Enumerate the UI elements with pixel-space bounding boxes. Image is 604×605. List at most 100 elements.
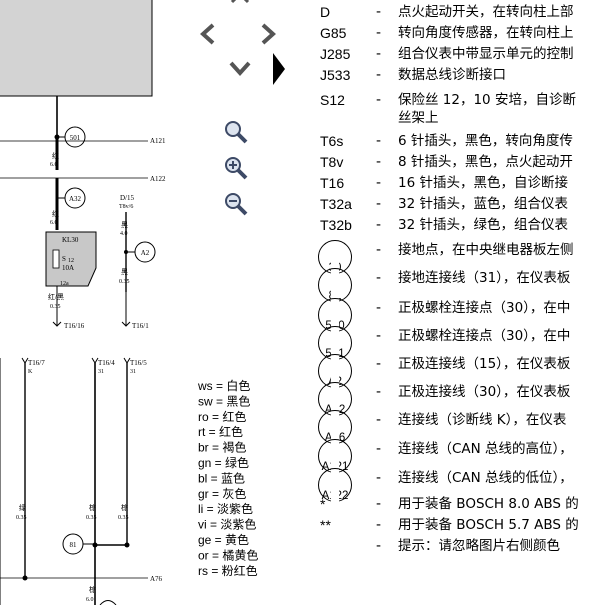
connector-501 <box>64 126 86 148</box>
pin-t16-1 <box>121 318 131 327</box>
color-key-entry: li = 淡紫色 <box>198 502 253 516</box>
color-key-entry: bl = 蓝色 <box>198 471 245 485</box>
legend-code: T32b <box>320 217 352 233</box>
ref-a121: A121 <box>150 137 166 145</box>
legend-desc: 点火起动开关，在转向柱上部 <box>398 4 574 20</box>
legend-desc-cont: 丝架上 <box>398 110 439 126</box>
legend-note-code: * <box>320 496 326 512</box>
wire-color-8: 棕 <box>121 503 128 512</box>
legend-desc: 正极连接线（15），在仪表板 <box>398 356 571 372</box>
legend-desc: 转向角度传感器，在转向柱上 <box>398 25 574 41</box>
legend-code: T32a <box>320 196 352 212</box>
pin-t16-7-label: T16/7 <box>28 359 45 367</box>
color-key-entry: gn = 绿色 <box>198 455 249 470</box>
legend-dash: - <box>376 270 382 286</box>
connector-81-label: 81 <box>70 541 78 549</box>
connection-point-symbol: A121 <box>318 439 352 473</box>
legend-dash: - <box>376 175 382 191</box>
wire-color-3: 黑 <box>121 221 128 229</box>
legend-desc: 用于装备 BOSCH 8.0 ABS 的 <box>398 496 579 512</box>
legend-code: J533 <box>320 67 351 83</box>
wire-size-1: 6.0 <box>50 162 58 168</box>
pin-t16-16 <box>52 318 62 327</box>
legend-desc: 正极连接线（30），在仪表板 <box>398 384 571 400</box>
wire-size-9: 6.0 <box>86 597 94 603</box>
legend-dash: - <box>376 538 382 554</box>
connection-point-symbol: 81 <box>318 268 352 302</box>
wire-color-9: 棕 <box>89 585 96 594</box>
down-arrow-icon[interactable] <box>228 60 252 78</box>
color-key-entry: ws = 白色 <box>197 378 250 393</box>
color-key-entry: rt = 红色 <box>198 424 243 439</box>
wire-size-8: 0.35 <box>118 515 129 521</box>
magnifier-icon[interactable] <box>224 120 248 144</box>
color-key-entry: gr = 灰色 <box>198 487 246 501</box>
legend-dash: - <box>376 356 382 372</box>
zoom-out-icon[interactable] <box>224 192 248 216</box>
wire-color-6: 绿 <box>19 503 26 512</box>
color-key-entry: vi = 淡紫色 <box>198 518 256 532</box>
legend-desc: 正极螺栓连接点（30），在中 <box>398 300 571 316</box>
legend-dash: - <box>376 384 382 400</box>
pin-t16-4-label: T16/4 <box>98 359 115 367</box>
connector-a2 <box>134 241 156 263</box>
connection-point-code: A122 <box>321 490 349 502</box>
connector-a32-label: A32 <box>69 195 82 203</box>
legend-code: D <box>320 4 331 20</box>
wire-color-7: 棕 <box>89 503 96 512</box>
legend-desc: 用于装备 BOSCH 5.7 ABS 的 <box>398 517 579 533</box>
legend-dash: - <box>376 4 382 20</box>
ref-a76: A76 <box>150 575 163 583</box>
up-arrow-icon[interactable] <box>230 0 250 4</box>
legend-dash: - <box>376 133 382 149</box>
legend-desc: 正极螺栓连接点（30），在中 <box>398 328 571 344</box>
ground-arc <box>99 600 117 605</box>
legend-desc: 组合仪表中带显示单元的控制 <box>398 46 574 62</box>
connector-a32 <box>64 187 86 209</box>
legend-desc: 接地连接线（31），在仪表板 <box>398 270 571 286</box>
fuse-kl30: KL30 <box>62 236 79 244</box>
navigation-panel <box>190 0 290 230</box>
color-key-entry: or = 橘黄色 <box>198 547 258 562</box>
legend-desc: 提示：请忽略图片右侧颜色 <box>398 538 560 554</box>
right-arrow-icon[interactable] <box>260 22 278 46</box>
color-key-entry: sw = 黑色 <box>198 394 250 408</box>
color-key-entry: rs = 粉红色 <box>198 563 258 578</box>
legend-note-code: ** <box>320 517 331 533</box>
legend-dash: - <box>376 470 382 486</box>
color-key-entry: ge = 黄色 <box>198 533 249 547</box>
pin-t16-1-label: T16/1 <box>132 322 149 330</box>
legend-dash: - <box>376 67 382 83</box>
legend-dash: - <box>376 496 382 512</box>
legend-desc: 保险丝 12，10 安培，自诊断 <box>398 92 576 108</box>
legend-dash: - <box>376 328 382 344</box>
legend-desc: 连接线（CAN 总线的高位）， <box>398 441 573 457</box>
wire-size-2: 6.0 <box>50 220 58 226</box>
legend-code: T16 <box>320 175 345 191</box>
wire-size-7: 0.35 <box>86 515 97 521</box>
zoom-in-icon[interactable] <box>224 156 248 180</box>
legend-code: J285 <box>320 46 351 62</box>
ref-a122: A122 <box>150 175 166 183</box>
legend-dash: - <box>376 242 382 258</box>
legend-code: G85 <box>320 25 347 41</box>
wire-size-5: 0.35 <box>50 304 61 310</box>
pin-t16-7-sig: K <box>28 369 33 375</box>
legend-desc: 数据总线诊断接口 <box>398 67 506 83</box>
fuse-pin: 12a <box>60 281 69 287</box>
legend-dash: - <box>376 412 382 428</box>
wire-size-4: 0.35 <box>119 279 130 285</box>
legend-dash: - <box>376 517 382 533</box>
legend-dash: - <box>376 441 382 457</box>
left-arrow-icon[interactable] <box>198 22 216 46</box>
d15-label: D/15 <box>120 194 135 202</box>
legend-dash: - <box>376 25 382 41</box>
wire-color-1: 红 <box>52 151 59 160</box>
legend-code: T8v <box>320 154 344 170</box>
d15-sub: T8v/6 <box>119 204 133 210</box>
collapse-triangle-icon[interactable] <box>272 52 286 86</box>
connector-501-label: 501 <box>70 134 81 142</box>
fuse-block <box>45 231 97 287</box>
wiring-diagram: 501 A121 A122 红 6.0 A32 红 6.0 KL30 S 12 … <box>0 0 258 605</box>
legend-dash: - <box>376 217 382 233</box>
